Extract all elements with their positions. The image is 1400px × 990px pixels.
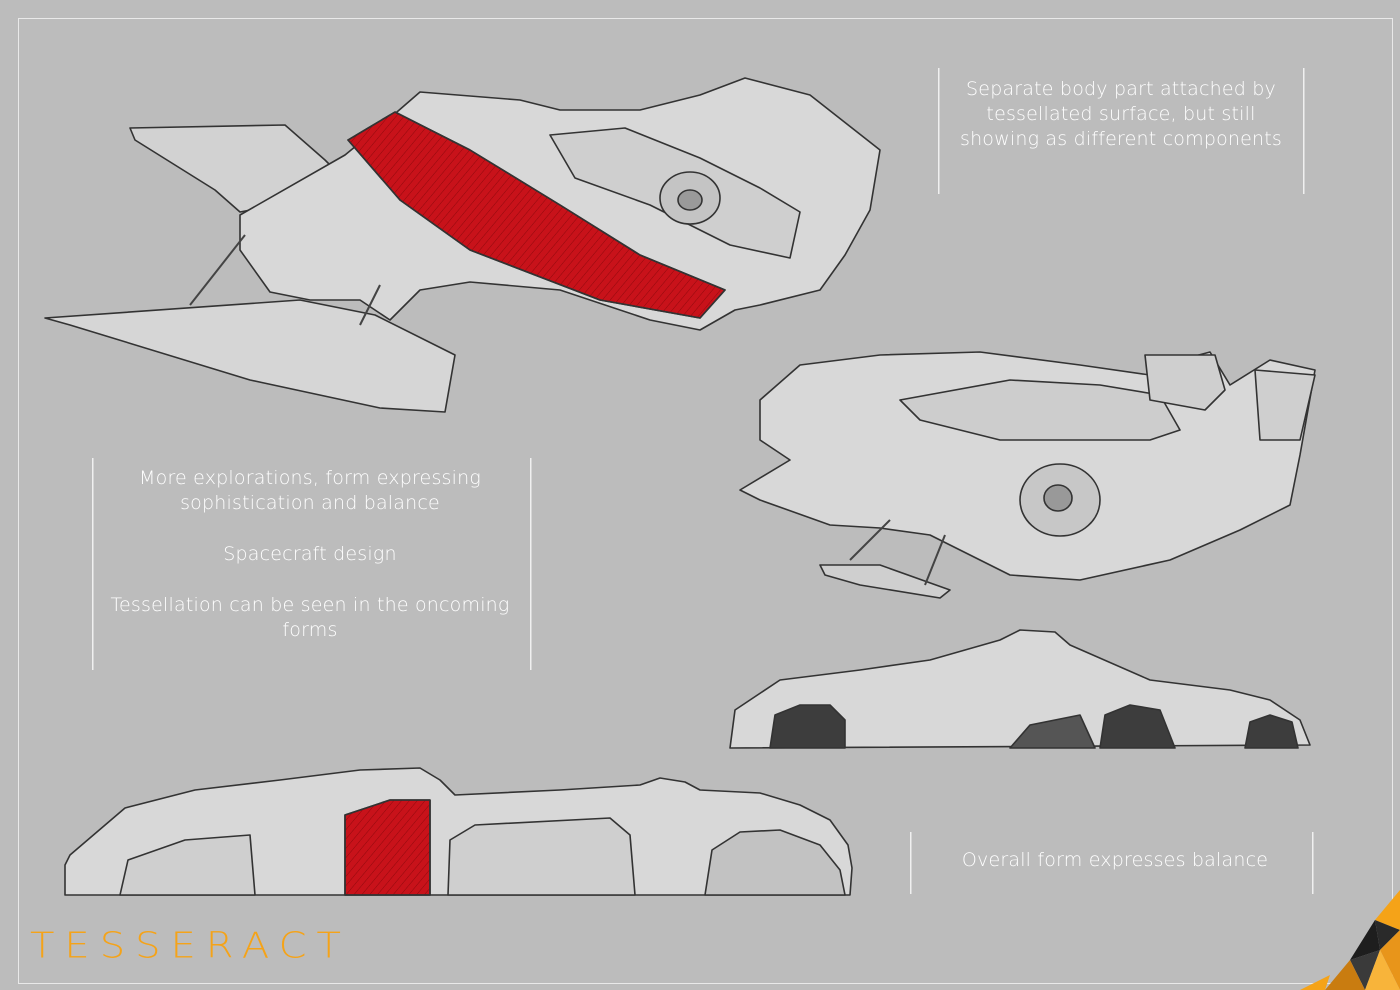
note-spacecraft-text: Spacecraft design: [223, 543, 397, 565]
tesseract-logo: TESSERACT: [30, 925, 351, 967]
spacecraft-sketch-medium: [739, 351, 1316, 599]
note-balance: Overall form expresses balance: [930, 848, 1300, 873]
note-explorations-text: More explorations, form expressing sophi…: [139, 467, 481, 514]
vehicle-sketch-long: [64, 767, 853, 896]
note-body-part: Separate body part attached by tessellat…: [955, 77, 1287, 152]
vehicle-sketch-side: [729, 629, 1311, 749]
note-explorations: More explorations, form expressing sophi…: [110, 466, 510, 643]
spacecraft-sketch-large: [44, 77, 881, 413]
tessellation-corner-icon: [1300, 890, 1400, 990]
note-body-part-text: Separate body part attached by tessellat…: [959, 78, 1283, 150]
note-tessellation-text: Tessellation can be seen in the oncoming…: [110, 594, 510, 641]
note-balance-text: Overall form expresses balance: [961, 849, 1269, 871]
page-frame: [18, 18, 1393, 984]
